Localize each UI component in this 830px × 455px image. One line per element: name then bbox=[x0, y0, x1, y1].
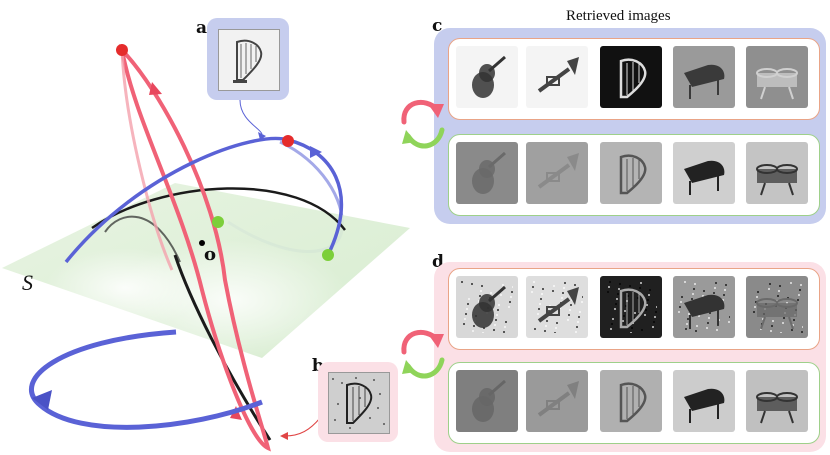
panel-c-row-bottom-harp-image bbox=[600, 142, 662, 204]
drums-icon bbox=[756, 392, 798, 424]
trumpet-icon bbox=[537, 153, 579, 189]
piano-icon bbox=[684, 160, 725, 195]
drums-icon bbox=[753, 282, 803, 333]
violin-icon bbox=[472, 379, 506, 422]
panel-d-row-top-drums-image bbox=[746, 276, 808, 338]
panel-d-row-bottom-harp-image bbox=[600, 370, 662, 432]
panel-d-row-bottom-piano-image bbox=[673, 370, 735, 432]
blue-orbit bbox=[64, 136, 344, 264]
panel-d-row-top-violin-image bbox=[456, 276, 518, 338]
inset-a bbox=[207, 18, 289, 100]
green-point-center bbox=[212, 216, 224, 228]
harp-icon bbox=[233, 39, 263, 83]
green-point-right bbox=[322, 249, 334, 261]
drums-icon bbox=[756, 68, 798, 100]
panel-c-row-top-violin-image bbox=[456, 46, 518, 108]
label-a: a bbox=[196, 18, 208, 38]
violin-icon bbox=[461, 281, 513, 333]
panel-c-row-bottom-violin-image bbox=[456, 142, 518, 204]
orbit-diagram bbox=[2, 43, 410, 452]
trumpet-icon bbox=[531, 281, 583, 333]
panel-c-row-bottom-piano-image bbox=[673, 142, 735, 204]
panel-c-row-top-drums-image bbox=[746, 46, 808, 108]
panel-d-row-bottom-drums-image bbox=[746, 370, 808, 432]
trumpet-icon bbox=[537, 381, 579, 417]
label-d: d bbox=[432, 252, 444, 272]
piano-icon bbox=[678, 281, 730, 332]
harp-icon bbox=[619, 154, 647, 195]
piano-icon bbox=[684, 388, 725, 423]
black-orbit bbox=[91, 187, 346, 231]
trumpet-icon bbox=[537, 57, 579, 93]
inset-b bbox=[318, 362, 398, 442]
panel-d-row-top-trumpet-image bbox=[526, 276, 588, 338]
violin-icon bbox=[472, 55, 506, 98]
panel-c-row-bottom-trumpet-image bbox=[526, 142, 588, 204]
harp-icon bbox=[619, 58, 647, 99]
panel-d-row-top-harp-image bbox=[600, 276, 662, 338]
cycle-arrow-c bbox=[401, 99, 445, 149]
cycle-arrow-d bbox=[401, 329, 445, 379]
label-b: b bbox=[312, 356, 324, 376]
panel-c-row-top-piano-image bbox=[673, 46, 735, 108]
violin-icon bbox=[472, 151, 506, 194]
origin-point bbox=[199, 240, 205, 246]
harp-icon bbox=[607, 281, 657, 333]
origin-label: o bbox=[204, 244, 217, 265]
panel-c-row-top-trumpet-image bbox=[526, 46, 588, 108]
drums-icon bbox=[756, 164, 798, 196]
piano-icon bbox=[684, 64, 725, 99]
label-c: c bbox=[432, 16, 443, 36]
plane-label: S bbox=[22, 270, 33, 295]
red-point-top bbox=[116, 44, 128, 56]
red-point-orbit bbox=[282, 135, 294, 147]
harp-icon bbox=[619, 382, 647, 423]
noisy-harp-icon bbox=[329, 373, 389, 433]
retrieved-title: Retrieved images bbox=[566, 8, 671, 24]
panel-d-row-bottom-violin-image bbox=[456, 370, 518, 432]
panel-d-row-top-piano-image bbox=[673, 276, 735, 338]
red-orbit bbox=[118, 43, 271, 452]
panel-d-row-bottom-trumpet-image bbox=[526, 370, 588, 432]
panel-c-row-bottom-drums-image bbox=[746, 142, 808, 204]
panel-c-row-top-harp-image bbox=[600, 46, 662, 108]
